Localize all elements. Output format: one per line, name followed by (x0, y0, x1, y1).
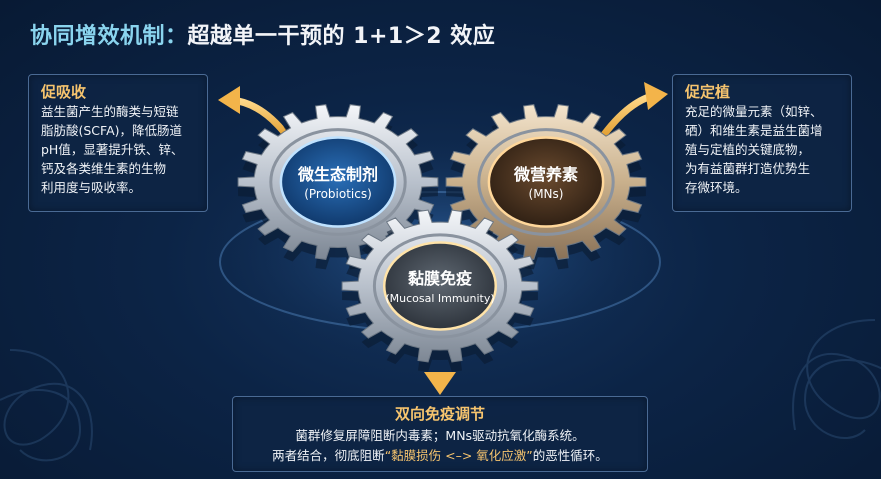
box-promote-absorption: 促吸收 益生菌产生的酶类与短链 脂肪酸(SCFA)，降低肠道 pH值，显著提升铁… (28, 74, 208, 212)
box-bottom-line1: 菌群修复屏障阻断内毒素；MNs驱动抗氧化酶系统。 (295, 428, 585, 443)
gear-subtitle: (MNs) (529, 187, 564, 201)
box-bottom-title: 双向免疫调节 (394, 405, 485, 423)
gear-name: 微生态制剂 (297, 165, 378, 184)
gear: 黏膜免疫 (Mucosal Immunity) (341, 209, 539, 372)
gear: 微营养素 (MNs) (445, 104, 647, 270)
box-right-line: 充足的微量元素（如锌、 (685, 104, 823, 119)
page-title: 协同增效机制：超越单一干预的 1+1＞2 效应 (30, 18, 495, 50)
arrow-left-head-icon (218, 86, 240, 114)
decorative-knot-left (0, 349, 93, 462)
box-left-text: 益生菌产生的酶类与短链 脂肪酸(SCFA)，降低肠道 pH值，显著提升铁、锌、 … (41, 102, 207, 197)
box-left-line: pH值，显著提升铁、锌、 (41, 142, 184, 157)
box-right-title: 促定植 (685, 83, 731, 101)
box-left-title: 促吸收 (41, 83, 87, 101)
box-bottom-line2-post: 的恶性循环。 (532, 448, 608, 463)
gear-inner-rim (372, 233, 508, 339)
gear-hub (279, 136, 397, 228)
gear: 微生态制剂 (Probiotics) (237, 104, 439, 270)
box-right-line: 硒）和维生素是益生菌增 (685, 123, 823, 138)
box-bidirectional-immune: 双向免疫调节 菌群修复屏障阻断内毒素；MNs驱动抗氧化酶系统。 两者结合，彻底阻… (232, 396, 648, 472)
box-bottom-line2-pre: 两者结合，彻底阻断 (272, 448, 385, 463)
box-right-line: 殖与定植的关键底物， (685, 142, 811, 157)
box-right-line: 存微环境。 (685, 180, 748, 195)
arrow-right-head-icon (644, 82, 668, 110)
arrow-right-icon (596, 92, 656, 144)
title-part2: 超越单一干预的 1+1＞2 效应 (187, 24, 496, 49)
box-bottom-highlight: “黏膜损伤 <–> 氧化应激” (384, 448, 533, 463)
gear-hub (487, 136, 605, 228)
gear-subtitle: (Probiotics) (304, 187, 372, 201)
gear-inner-rim (477, 128, 615, 236)
box-left-line: 脂肪酸(SCFA)，降低肠道 (41, 123, 183, 138)
box-right-line: 为有益菌群打造优势生 (685, 161, 811, 176)
gear-name: 微营养素 (513, 165, 578, 184)
arrow-down-head-icon (424, 372, 456, 395)
box-promote-colonization: 促定植 充足的微量元素（如锌、 硒）和维生素是益生菌增 殖与定植的关键底物， 为… (672, 74, 852, 212)
box-left-line: 利用度与吸收率。 (41, 180, 142, 195)
box-right-text: 充足的微量元素（如锌、 硒）和维生素是益生菌增 殖与定植的关键底物， 为有益菌群… (685, 102, 851, 197)
gear-hub (382, 241, 498, 331)
gear-subtitle: (Mucosal Immunity) (385, 292, 494, 305)
box-left-line: 益生菌产生的酶类与短链 (41, 104, 179, 119)
gear-name: 黏膜免疫 (408, 269, 472, 288)
box-left-line: 钙及各类维生素的生物 (41, 161, 167, 176)
gear-inner-rim (269, 128, 407, 236)
decorative-knot-right (792, 319, 881, 440)
title-part1: 协同增效机制： (30, 24, 188, 49)
box-bottom-line2: 两者结合，彻底阻断“黏膜损伤 <–> 氧化应激”的恶性循环。 (233, 446, 647, 466)
